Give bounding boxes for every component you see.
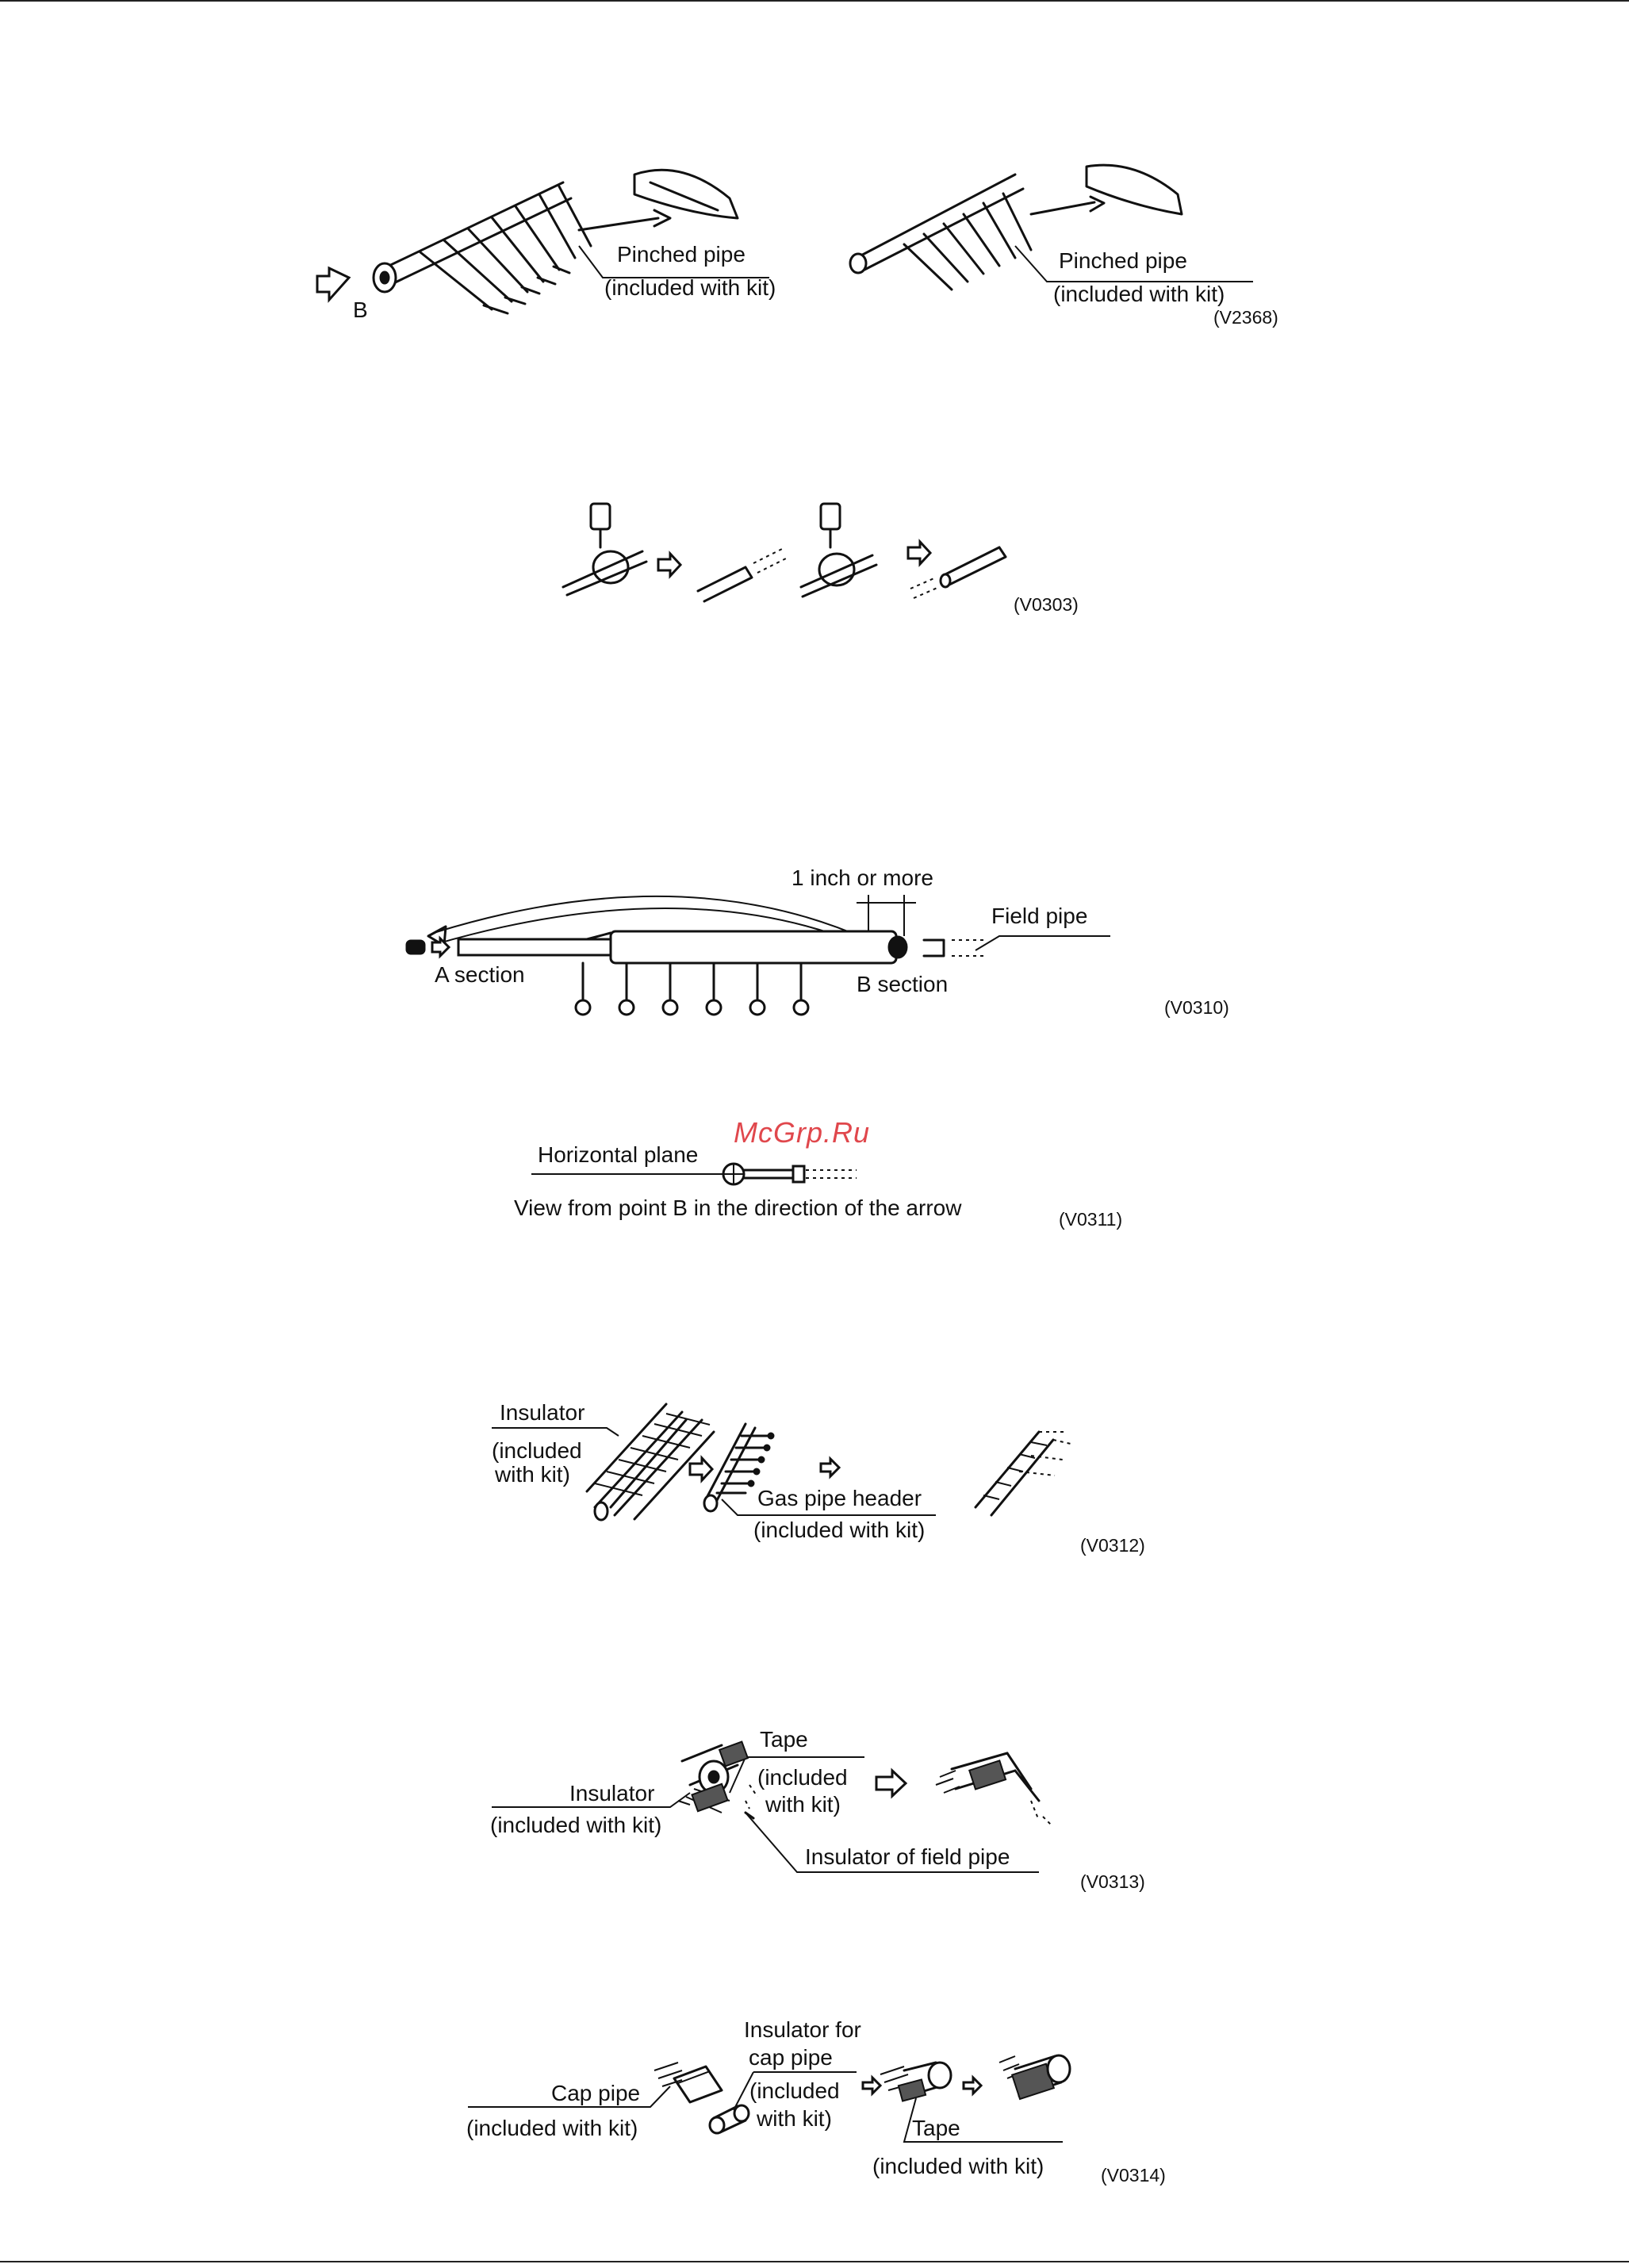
gas-pipe-header-label: Gas pipe header (757, 1486, 922, 1510)
figure-v0312: Insulator (included with kit) Gas pipe h… (484, 1396, 1166, 1563)
arrow-right-icon (875, 1767, 908, 1799)
taped-cap (998, 2054, 1071, 2101)
cap-pipe-label: Cap pipe (551, 2081, 640, 2105)
pinched-pipe-sub-right: (included with kit) (1053, 282, 1225, 306)
arrow-right-icon (861, 2074, 883, 2097)
cap-insulator-tube (708, 2104, 750, 2135)
figure-v0310-drawing: 1 inch or more A section B section (405, 865, 1229, 1018)
figure-v0313-drawing: Tape (included with kit) Insulator (incl… (490, 1727, 1145, 1892)
figure-code-v0313: (V0313) (1080, 1871, 1145, 1892)
taped-insulator (677, 1740, 758, 1813)
header-end-view (722, 1162, 857, 1186)
a-section-label: A section (435, 962, 525, 987)
figure-code-v0314: (V0314) (1101, 2165, 1166, 2185)
arrow-right-icon (906, 539, 933, 567)
view-caption: View from point B in the direction of th… (514, 1195, 962, 1220)
bottom-rule (0, 2261, 1629, 2262)
cap-insulator-label-2: cap pipe (749, 2045, 833, 2070)
insulated-header (974, 1430, 1071, 1517)
figure-code-v0311: (V0311) (1059, 1209, 1122, 1230)
figure-code-v0312: (V0312) (1080, 1535, 1145, 1556)
figure-code-v0310: (V0310) (1164, 997, 1229, 1018)
field-insulator-label: Insulator of field pipe (805, 1844, 1010, 1869)
pipe-end-after (910, 546, 1007, 599)
tape-label: Tape (912, 2116, 960, 2140)
figure-v0311: McGrp.Ru Horizontal plane View from poin… (508, 1111, 1158, 1238)
gas-pipe-header (703, 1422, 775, 1513)
cap-pipe (654, 2062, 723, 2104)
insulator-label: Insulator (500, 1400, 585, 1425)
cap-insulator-sub-1: (included (749, 2078, 840, 2103)
field-pipe-label: Field pipe (991, 904, 1087, 928)
figure-code-v0303: (V0303) (1014, 594, 1079, 615)
right-header-illustration (849, 173, 1033, 291)
figure-code-v2368: (V2368) (1213, 307, 1278, 328)
tape-sub-1: (included (757, 1765, 848, 1790)
arrow-right-icon (819, 1456, 841, 1479)
valve-before (562, 502, 648, 597)
header-pipe (457, 930, 908, 1016)
figure-v0311-drawing: McGrp.Ru Horizontal plane View from poin… (514, 1116, 1122, 1230)
left-header-illustration (372, 181, 592, 315)
insulator-sub: (included with kit) (490, 1813, 661, 1837)
taped-result (935, 1752, 1052, 1825)
pinched-pipe-right (1029, 163, 1183, 216)
cap-pipe-sub: (included with kit) (466, 2116, 638, 2140)
insulator-illustration (585, 1403, 715, 1522)
figure-v2368: B Pinched pipe (included with kit) Pinch… (316, 151, 1317, 341)
pinched-pipe-label-left: Pinched pipe (617, 242, 746, 267)
insulator-sub-2: with kit) (494, 1462, 570, 1487)
pinched-pipe-left (577, 168, 739, 232)
arrow-right-icon (688, 1455, 715, 1483)
arrow-b-letter: B (353, 297, 368, 322)
top-rule (0, 0, 1629, 2)
figure-v0310: 1 inch or more A section B section (397, 857, 1269, 1031)
tape-sub-2: with kit) (765, 1792, 841, 1817)
cap-insulator-sub-2: with kit) (756, 2106, 832, 2131)
insulator-label: Insulator (569, 1781, 654, 1806)
arrow-right-icon (962, 2074, 983, 2097)
figure-v0303-drawing: (V0303) (562, 502, 1079, 615)
figure-v2368-drawing: B Pinched pipe (included with kit) Pinch… (316, 163, 1278, 328)
horizontal-plane-label: Horizontal plane (538, 1142, 698, 1167)
insulator-sub-1: (included (492, 1438, 582, 1463)
cap-insulator-label-1: Insulator for (744, 2017, 861, 2042)
arrow-b-icon (316, 266, 351, 303)
cap-icon (405, 939, 426, 955)
figure-v0314: Insulator for cap pipe (included with ki… (460, 2007, 1174, 2205)
figure-v0313: Tape (included with kit) Insulator (incl… (484, 1721, 1166, 1904)
taping-step (880, 2061, 952, 2102)
field-pipe (922, 938, 983, 957)
dimension-label: 1 inch or more (792, 865, 933, 890)
valve-after (799, 502, 878, 598)
tape-sub: (included with kit) (872, 2154, 1044, 2178)
arrow-right-icon (431, 935, 451, 959)
curved-arrow (435, 895, 869, 941)
gas-pipe-header-sub: (included with kit) (753, 1518, 925, 1542)
pinched-pipe-label-right: Pinched pipe (1059, 248, 1187, 273)
b-section-label: B section (857, 972, 948, 996)
pinched-pipe-sub-left: (included with kit) (604, 275, 776, 300)
figure-v0312-drawing: Insulator (included with kit) Gas pipe h… (492, 1400, 1145, 1556)
figure-v0314-drawing: Insulator for cap pipe (included with ki… (466, 2017, 1166, 2185)
watermark: McGrp.Ru (734, 1116, 870, 1149)
pipe-end-before (696, 547, 790, 603)
tape-label: Tape (760, 1727, 808, 1752)
figure-v0303: (V0303) (555, 500, 1110, 627)
arrow-right-icon (657, 551, 683, 579)
